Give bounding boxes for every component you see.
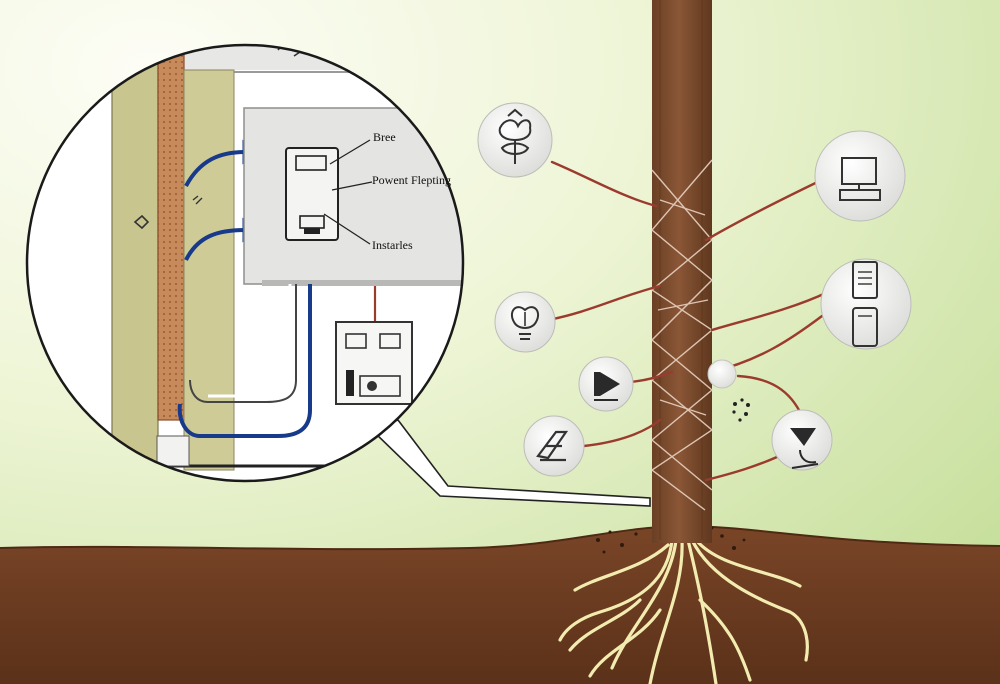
magnifier-lens-rim [25, 43, 465, 483]
panel-device [285, 147, 339, 241]
phone-stack-icon [820, 258, 912, 350]
wall-stud [111, 45, 159, 481]
airflow-arrow-upper [184, 150, 246, 187]
branch-wires [546, 160, 832, 482]
funnel-icon [771, 409, 833, 471]
speaker-icon [578, 356, 634, 412]
label-powent-flepting: Powent Flepting [372, 173, 451, 187]
wall-stud-right [183, 69, 235, 471]
junction-knob [707, 359, 737, 389]
tree-roots [558, 538, 809, 684]
compass-tool-icon [523, 415, 585, 477]
monitor-icon [814, 130, 906, 222]
soil-surface-shadow [0, 524, 1000, 551]
trunk-vine [650, 159, 714, 511]
lightbulb-plant-icon [494, 291, 556, 353]
blue-duct [177, 284, 312, 438]
sparkle-dots [732, 398, 750, 422]
tulip-icon [477, 102, 553, 178]
label-instarles: Instarles [372, 238, 413, 252]
brick-column [157, 45, 185, 421]
soil-ground [0, 526, 1000, 684]
tree-trunk [652, 0, 712, 543]
magnified-wall-detail [27, 45, 463, 481]
label-bree: Bree [373, 130, 396, 144]
airflow-arrow-lower [184, 228, 246, 261]
